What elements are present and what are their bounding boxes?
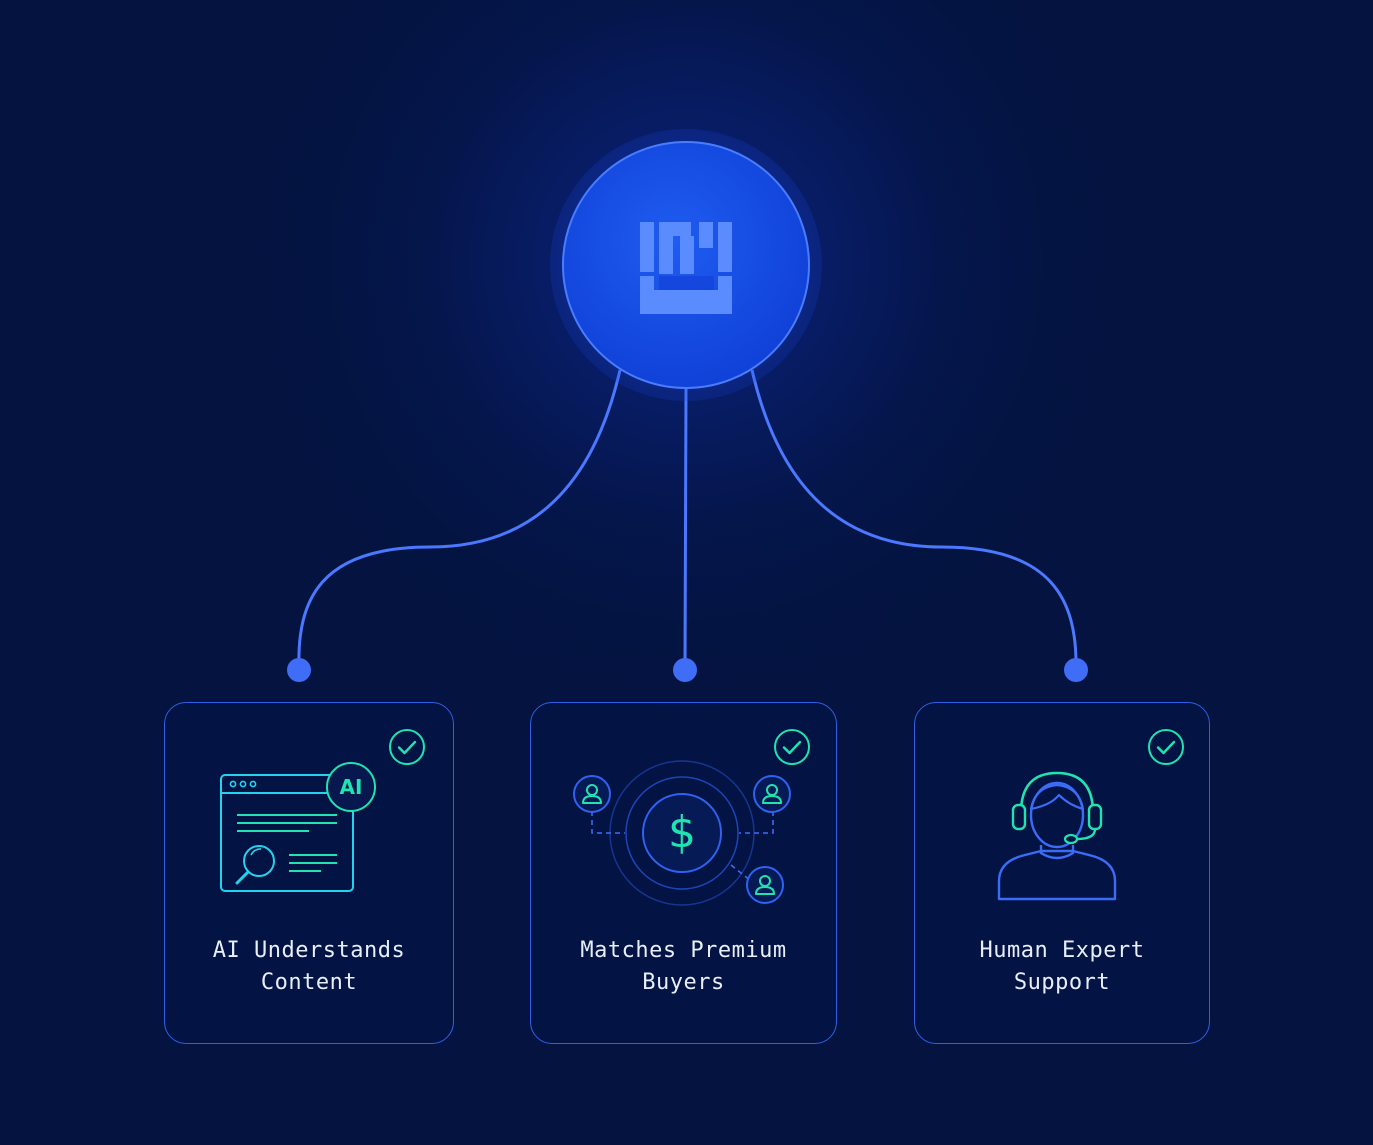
hub-node (550, 129, 822, 401)
buyer-matching-icon (573, 760, 791, 906)
card-label-line2: Content (260, 970, 358, 995)
ai-content-analysis-icon (220, 762, 376, 892)
headset-agent-icon (997, 771, 1117, 901)
check-circle-icon (1148, 729, 1184, 765)
dollar-sign-icon: $ (668, 807, 696, 858)
connector-center (683, 387, 688, 669)
buyer-user-icon (573, 775, 611, 813)
connector-dot-right (1064, 658, 1088, 682)
check-circle-icon (774, 729, 810, 765)
connector-dot-center (673, 658, 697, 682)
card-label-line2: Support (1013, 970, 1111, 995)
brand-logo-icon (640, 222, 732, 314)
connector-left (297, 369, 622, 669)
connector-dot-left (287, 658, 311, 682)
ai-badge-text: AI (339, 775, 363, 799)
card-label-line1: Matches Premium (580, 938, 787, 963)
card-label-line2: Buyers (642, 970, 725, 995)
card-label: Human Expert Support (915, 935, 1209, 999)
card-label-line1: Human Expert (979, 938, 1145, 963)
card-label: Matches Premium Buyers (531, 935, 836, 999)
card-ai-understands-content: AI AI Understands Content (164, 702, 454, 1044)
card-human-expert-support: Human Expert Support (914, 702, 1210, 1044)
buyer-user-icon (746, 866, 784, 904)
card-label: AI Understands Content (165, 935, 453, 999)
connector-right (750, 369, 1078, 669)
card-label-line1: AI Understands (212, 938, 406, 963)
check-circle-icon (389, 729, 425, 765)
buyer-user-icon (753, 775, 791, 813)
card-matches-premium-buyers: $ Matches Premium Buyers (530, 702, 837, 1044)
